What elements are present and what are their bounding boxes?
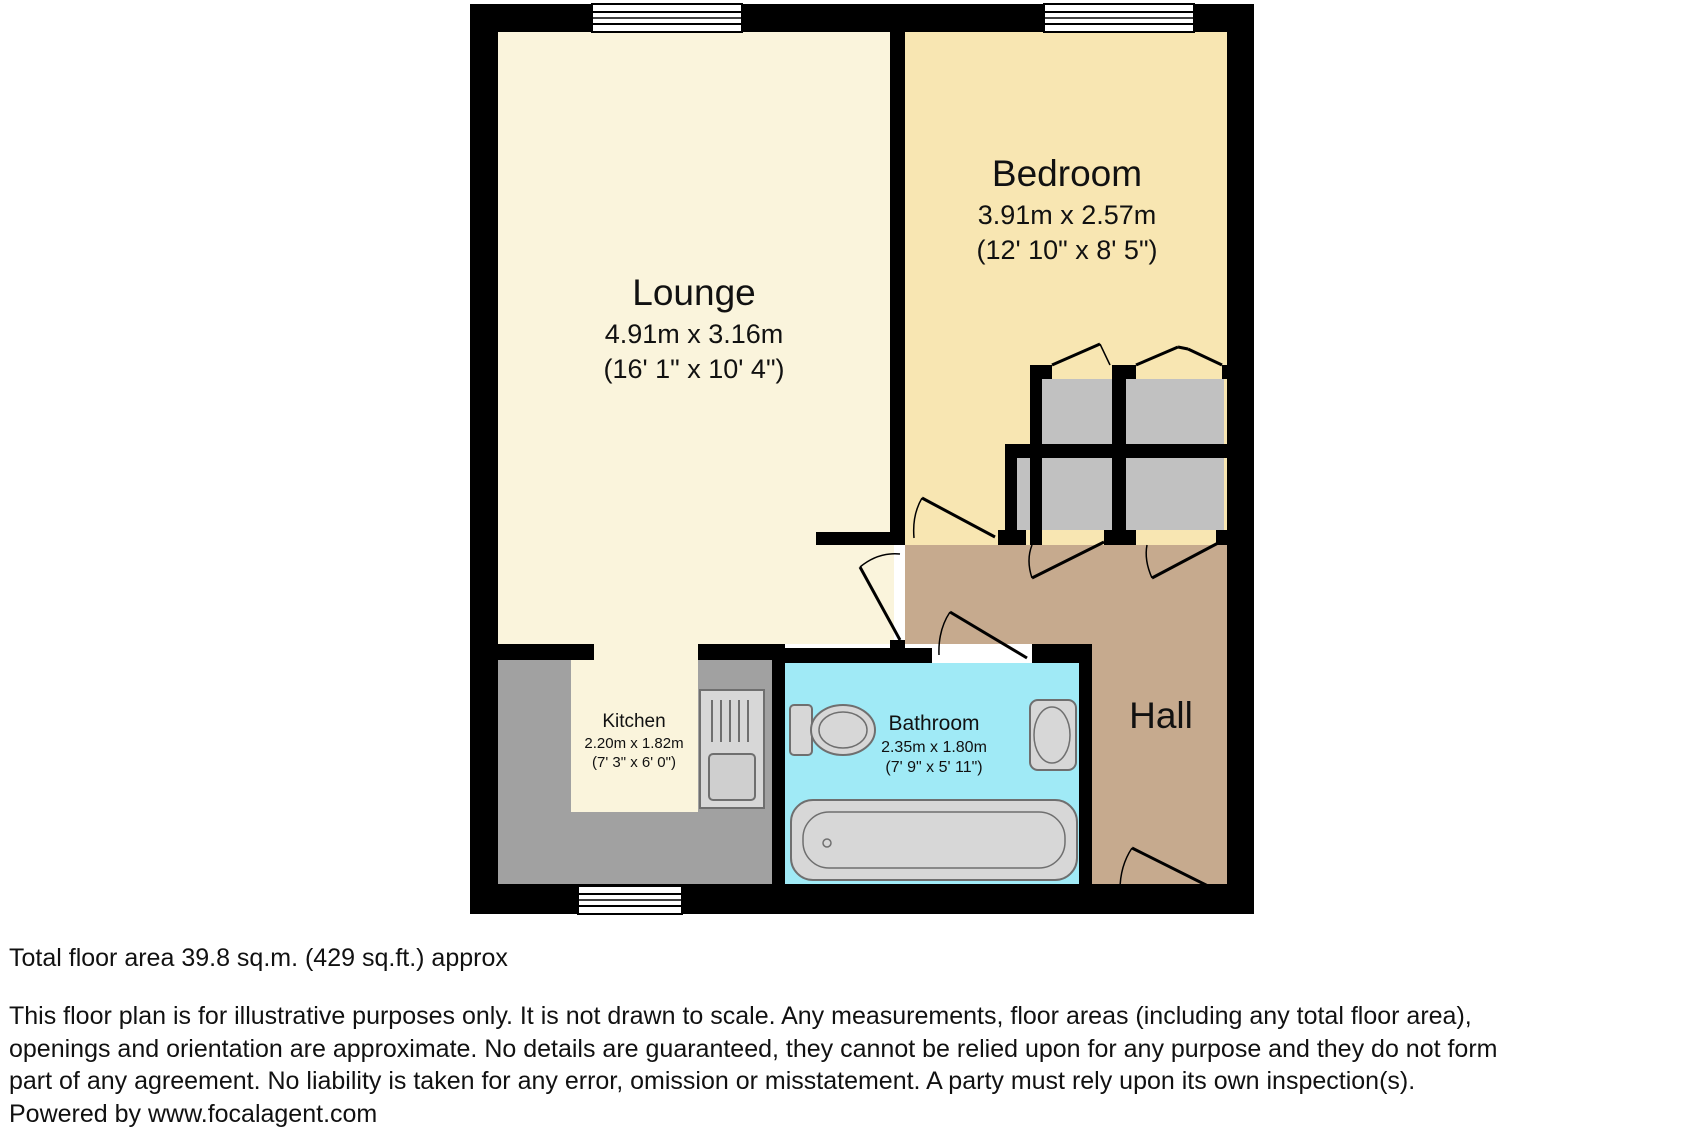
disclaimer-line: This floor plan is for illustrative purp… bbox=[9, 1002, 1472, 1030]
lounge-size-imperial: (16' 1" x 10' 4") bbox=[603, 354, 784, 384]
bedroom-size-metric: 3.91m x 2.57m bbox=[978, 200, 1157, 230]
kitchen-label: Kitchen bbox=[602, 711, 665, 732]
lounge-label: Lounge bbox=[632, 272, 755, 313]
disclaimer-line: openings and orientation are approximate… bbox=[9, 1034, 1498, 1063]
kitchen-size-metric: 2.20m x 1.82m bbox=[584, 735, 683, 752]
bathroom-size-metric: 2.35m x 1.80m bbox=[881, 739, 987, 756]
toilet-fixture bbox=[789, 704, 876, 756]
bathroom-label: Bathroom bbox=[888, 712, 979, 735]
bathroom-size-imperial: (7' 9" x 5' 11") bbox=[885, 759, 982, 776]
washbasin-fixture bbox=[1029, 699, 1077, 771]
kitchen-floor bbox=[571, 644, 698, 812]
hall-label: Hall bbox=[1129, 695, 1193, 736]
disclaimer-line: part of any agreement. No liability is t… bbox=[9, 1067, 1416, 1095]
total-floor-area: Total floor area 39.8 sq.m. (429 sq.ft.)… bbox=[9, 944, 508, 972]
lounge-size-metric: 4.91m x 3.16m bbox=[605, 319, 784, 349]
hall-floor bbox=[905, 545, 1227, 913]
bedroom-size-imperial: (12' 10" x 8' 5") bbox=[976, 235, 1157, 265]
window-kitchen bbox=[577, 885, 683, 915]
window-lounge bbox=[591, 3, 743, 33]
window-bedroom bbox=[1043, 3, 1195, 33]
bathtub-fixture bbox=[790, 799, 1078, 881]
bedroom-label: Bedroom bbox=[992, 153, 1142, 194]
powered-by-line: Powered by www.focalagent.com bbox=[9, 1099, 378, 1128]
doors bbox=[858, 342, 1223, 891]
kitchen-sink bbox=[699, 689, 765, 809]
disclaimer: This floor plan is for illustrative purp… bbox=[9, 1000, 1679, 1130]
kitchen-size-imperial: (7' 3" x 6' 0") bbox=[592, 754, 676, 771]
